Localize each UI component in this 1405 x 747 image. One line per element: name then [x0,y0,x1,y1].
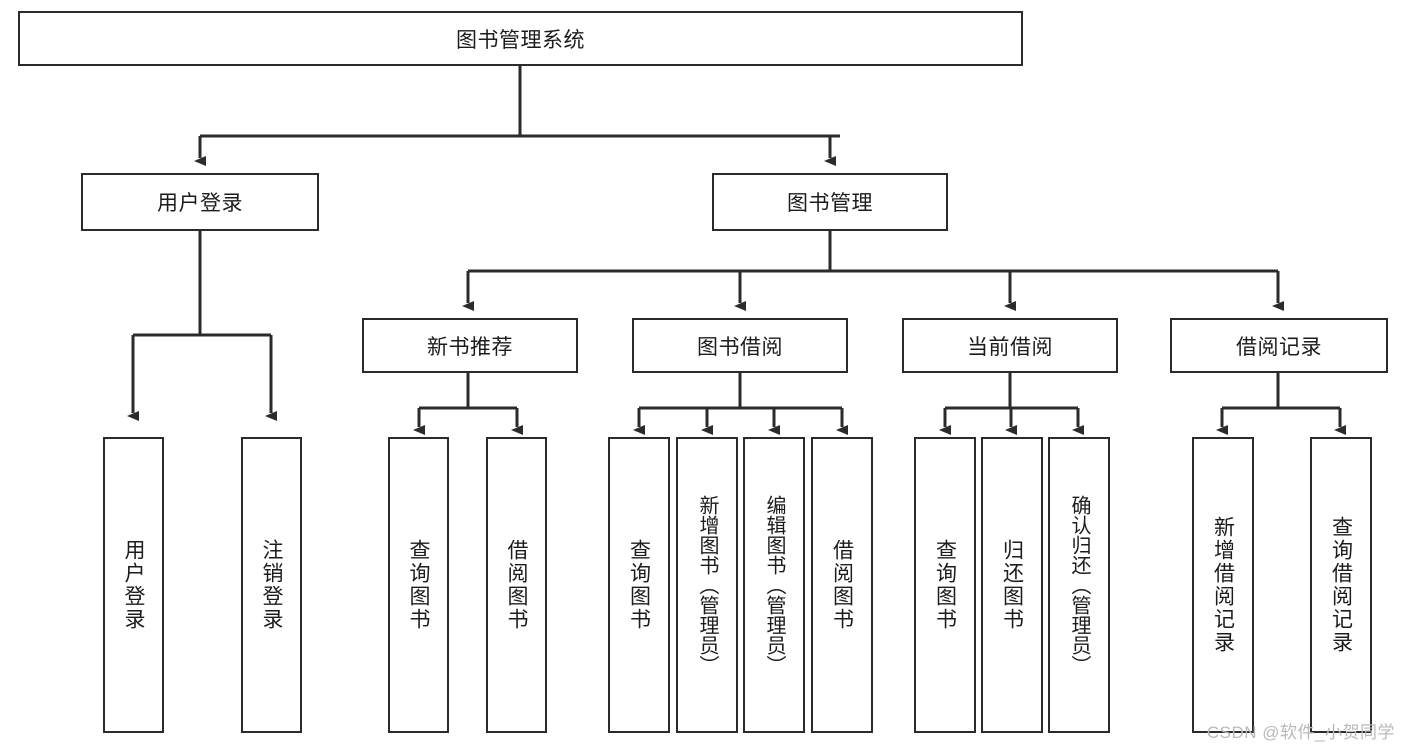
node-label: 确认归还（管理员） [1068,495,1090,675]
leaf-logout[interactable]: 注销登录 [241,437,302,733]
leaf-nbr-query-books[interactable]: 查询图书 [388,437,449,733]
leaf-cb-return-books[interactable]: 归还图书 [981,437,1043,733]
leaf-bb-borrow-books[interactable]: 借阅图书 [811,437,873,733]
user-login-to-leaves-connectors [127,231,277,421]
node-label: 注销登录 [260,539,283,631]
node-book-management[interactable]: 图书管理 [712,173,948,231]
node-label: 新增借阅记录 [1211,516,1235,654]
node-book-borrowing[interactable]: 图书借阅 [632,318,848,373]
node-user-login[interactable]: 用户登录 [81,173,319,231]
current-borrow-to-leaves-connectors [939,373,1084,435]
node-borrowing-record[interactable]: 借阅记录 [1170,318,1388,373]
node-label: 新增图书（管理员） [696,495,718,675]
book-manage-to-level3-connectors [462,231,1284,311]
leaf-bb-query-books[interactable]: 查询图书 [608,437,670,733]
leaf-bb-edit-book-admin[interactable]: 编辑图书（管理员） [743,437,805,733]
leaf-cb-query-books[interactable]: 查询图书 [914,437,976,733]
node-label: 查询借阅记录 [1329,516,1353,654]
leaf-cb-confirm-return-admin[interactable]: 确认归还（管理员） [1048,437,1110,733]
node-label: 新书推荐 [427,335,513,359]
root-to-level2-connectors [194,66,840,166]
borrow-record-to-leaves-connectors [1216,373,1346,435]
new-book-recommend-to-leaves-connectors [413,373,523,435]
leaf-br-query-record[interactable]: 查询借阅记录 [1310,437,1372,733]
leaf-nbr-borrow-books[interactable]: 借阅图书 [486,437,547,733]
leaf-br-add-record[interactable]: 新增借阅记录 [1192,437,1254,733]
csdn-watermark: CSDN @软件_小贺同学 [1206,723,1395,742]
node-label: 图书借阅 [697,335,783,359]
leaf-bb-add-book-admin[interactable]: 新增图书（管理员） [676,437,738,733]
node-label: 借阅图书 [830,539,854,631]
node-label: 编辑图书（管理员） [763,495,785,675]
node-label: 图书管理系统 [456,28,585,52]
leaf-user-login[interactable]: 用户登录 [103,437,164,733]
node-label: 借阅图书 [505,539,528,631]
node-label: 图书管理 [787,192,873,215]
node-root-book-management-system[interactable]: 图书管理系统 [18,11,1023,66]
node-label: 查询图书 [627,539,651,631]
node-new-book-recommendation[interactable]: 新书推荐 [362,318,578,373]
node-label: 归还图书 [1000,539,1024,631]
node-label: 借阅记录 [1236,335,1322,359]
node-label: 用户登录 [157,192,243,215]
node-current-borrowing[interactable]: 当前借阅 [902,318,1118,373]
node-label: 用户登录 [122,539,145,631]
node-label: 查询图书 [933,539,957,631]
node-label: 查询图书 [407,539,430,631]
node-label: 当前借阅 [967,335,1053,359]
book-borrow-to-leaves-connectors [633,373,848,435]
